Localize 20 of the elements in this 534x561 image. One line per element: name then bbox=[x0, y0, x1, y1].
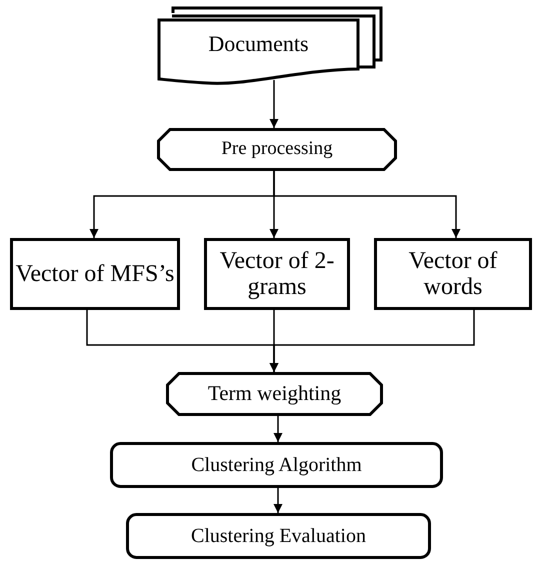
process-box bbox=[166, 372, 383, 416]
connector-arrow bbox=[274, 488, 282, 513]
node-label: Vector of words bbox=[408, 248, 498, 300]
connector-arrow bbox=[270, 80, 278, 128]
node-label: Vector of MFS’s bbox=[16, 260, 174, 288]
node-label: Clustering Algorithm bbox=[191, 454, 362, 476]
connector-arrow bbox=[273, 171, 460, 238]
node-label: Vector of 2-grams bbox=[218, 248, 336, 300]
node-label: Term weighting bbox=[208, 382, 342, 406]
node-label: Clustering Evaluation bbox=[191, 525, 366, 547]
process-box bbox=[126, 513, 431, 559]
connector-arrow bbox=[270, 310, 475, 372]
node-label: Pre processing bbox=[221, 139, 333, 160]
process-box bbox=[157, 128, 397, 171]
connector-arrow bbox=[274, 416, 282, 442]
process-box bbox=[110, 442, 443, 488]
process-box bbox=[374, 238, 532, 310]
process-box bbox=[204, 238, 350, 310]
node-label: Documents bbox=[208, 32, 309, 57]
process-box bbox=[10, 238, 180, 310]
